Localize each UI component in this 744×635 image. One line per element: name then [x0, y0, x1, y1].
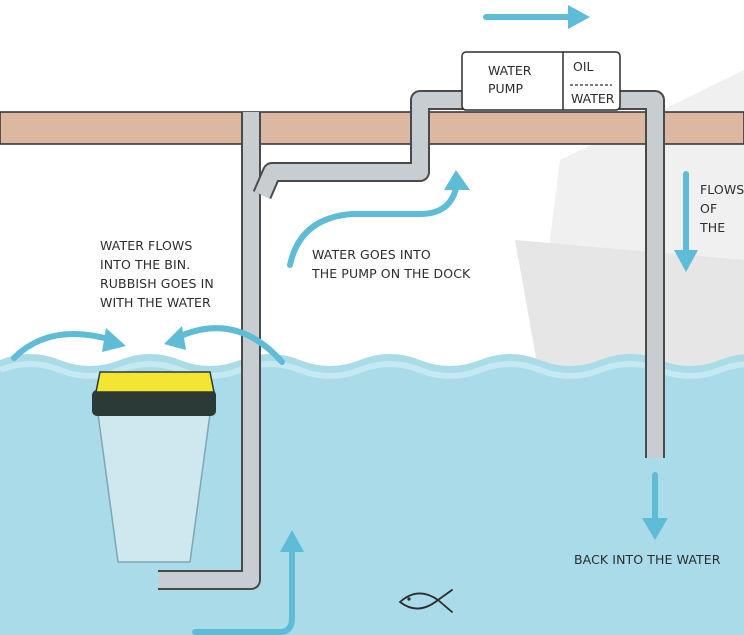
bin-right-arrow [173, 325, 285, 365]
pump-arrow [287, 185, 459, 268]
arrow-heads [102, 5, 698, 552]
intake-up-arrowhead [280, 530, 304, 552]
pump-arrowhead [444, 170, 470, 190]
fish-icon [398, 589, 453, 613]
water-pump-box [461, 51, 621, 111]
bin-rim [92, 390, 216, 416]
bin-lid [95, 371, 215, 393]
flow-arrows [11, 14, 689, 635]
water-compartment-label: WATER [571, 91, 615, 106]
back-down-arrowhead [642, 518, 668, 540]
bin-flow-caption: WATER FLOWS INTO THE BIN. RUBBISH GOES I… [100, 238, 214, 310]
bin-right-arrowhead [164, 326, 186, 350]
oil-label: OIL [573, 59, 594, 74]
bin-left-arrowhead [102, 328, 126, 352]
intake-up-arrow [192, 545, 295, 635]
dock [0, 111, 744, 145]
boat-hull [515, 240, 744, 380]
bin-body [97, 413, 211, 563]
water-pump-label: WATER PUMP [488, 63, 532, 96]
pump-flow-caption: WATER GOES INTO THE PUMP ON THE DOCK [312, 247, 471, 281]
flows-down-arrowhead [674, 250, 698, 272]
back-into-water-caption: BACK INTO THE WATER [574, 552, 721, 567]
top-right-arrowhead [568, 5, 590, 29]
flows-caption: FLOWS OF THE [700, 182, 744, 235]
bin-left-arrow [11, 331, 115, 361]
